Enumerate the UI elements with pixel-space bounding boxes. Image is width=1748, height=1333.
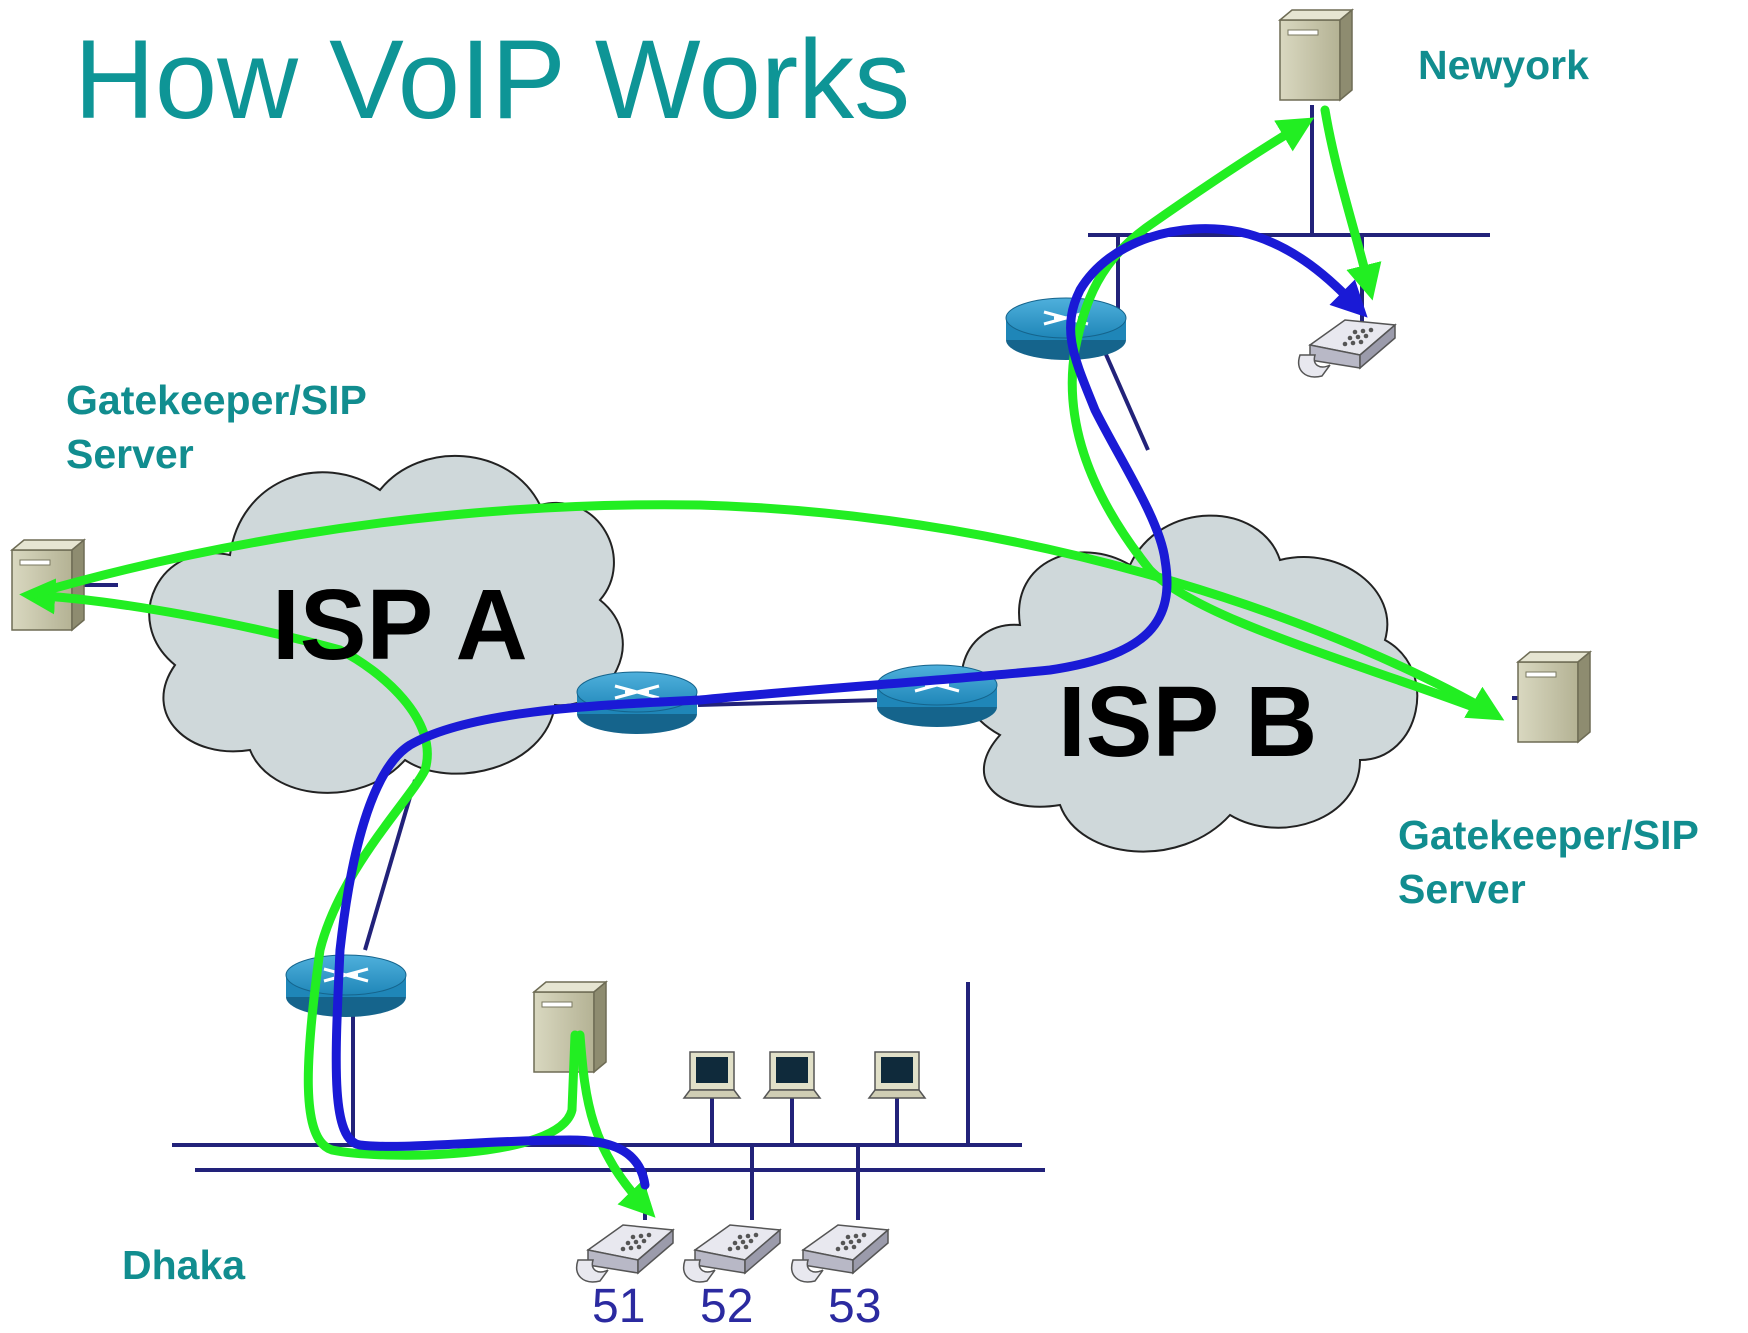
isp-b-cloud [960,514,1419,853]
phone-52-icon [682,1224,781,1283]
computer-icon [763,1051,821,1099]
label-gatekeeper-right: Gatekeeper/SIP Server [1398,808,1699,916]
extension-51: 51 [592,1280,646,1333]
label-dhaka: Dhaka [122,1242,246,1288]
label-gatekeeper-left-line1: Gatekeeper/SIP [66,377,367,423]
newyork-phone-icon [1297,319,1396,378]
label-gatekeeper-left-line2: Server [66,431,194,477]
isp-b-label: ISP B [1058,666,1318,778]
signaling-path [19,105,1505,1218]
extension-53: 53 [828,1280,882,1333]
router-newyork-icon [1004,296,1128,362]
phone-53-icon [790,1224,889,1283]
label-gatekeeper-right-line1: Gatekeeper/SIP [1398,812,1699,858]
label-gatekeeper-right-line2: Server [1398,866,1526,912]
isp-a-label: ISP A [272,569,528,681]
label-newyork: Newyork [1418,42,1589,88]
page-title: How VoIP Works [74,17,911,142]
newyork-server-icon [1279,9,1353,101]
extension-52: 52 [700,1280,754,1333]
label-gatekeeper-left: Gatekeeper/SIP Server [66,373,367,481]
computer-icon [868,1051,926,1099]
phone-51-icon [575,1224,674,1283]
computer-icon [683,1051,741,1099]
gatekeeper-right-server-icon [1517,651,1591,743]
media-path [331,224,1368,1190]
router-dhaka-icon [284,953,408,1019]
